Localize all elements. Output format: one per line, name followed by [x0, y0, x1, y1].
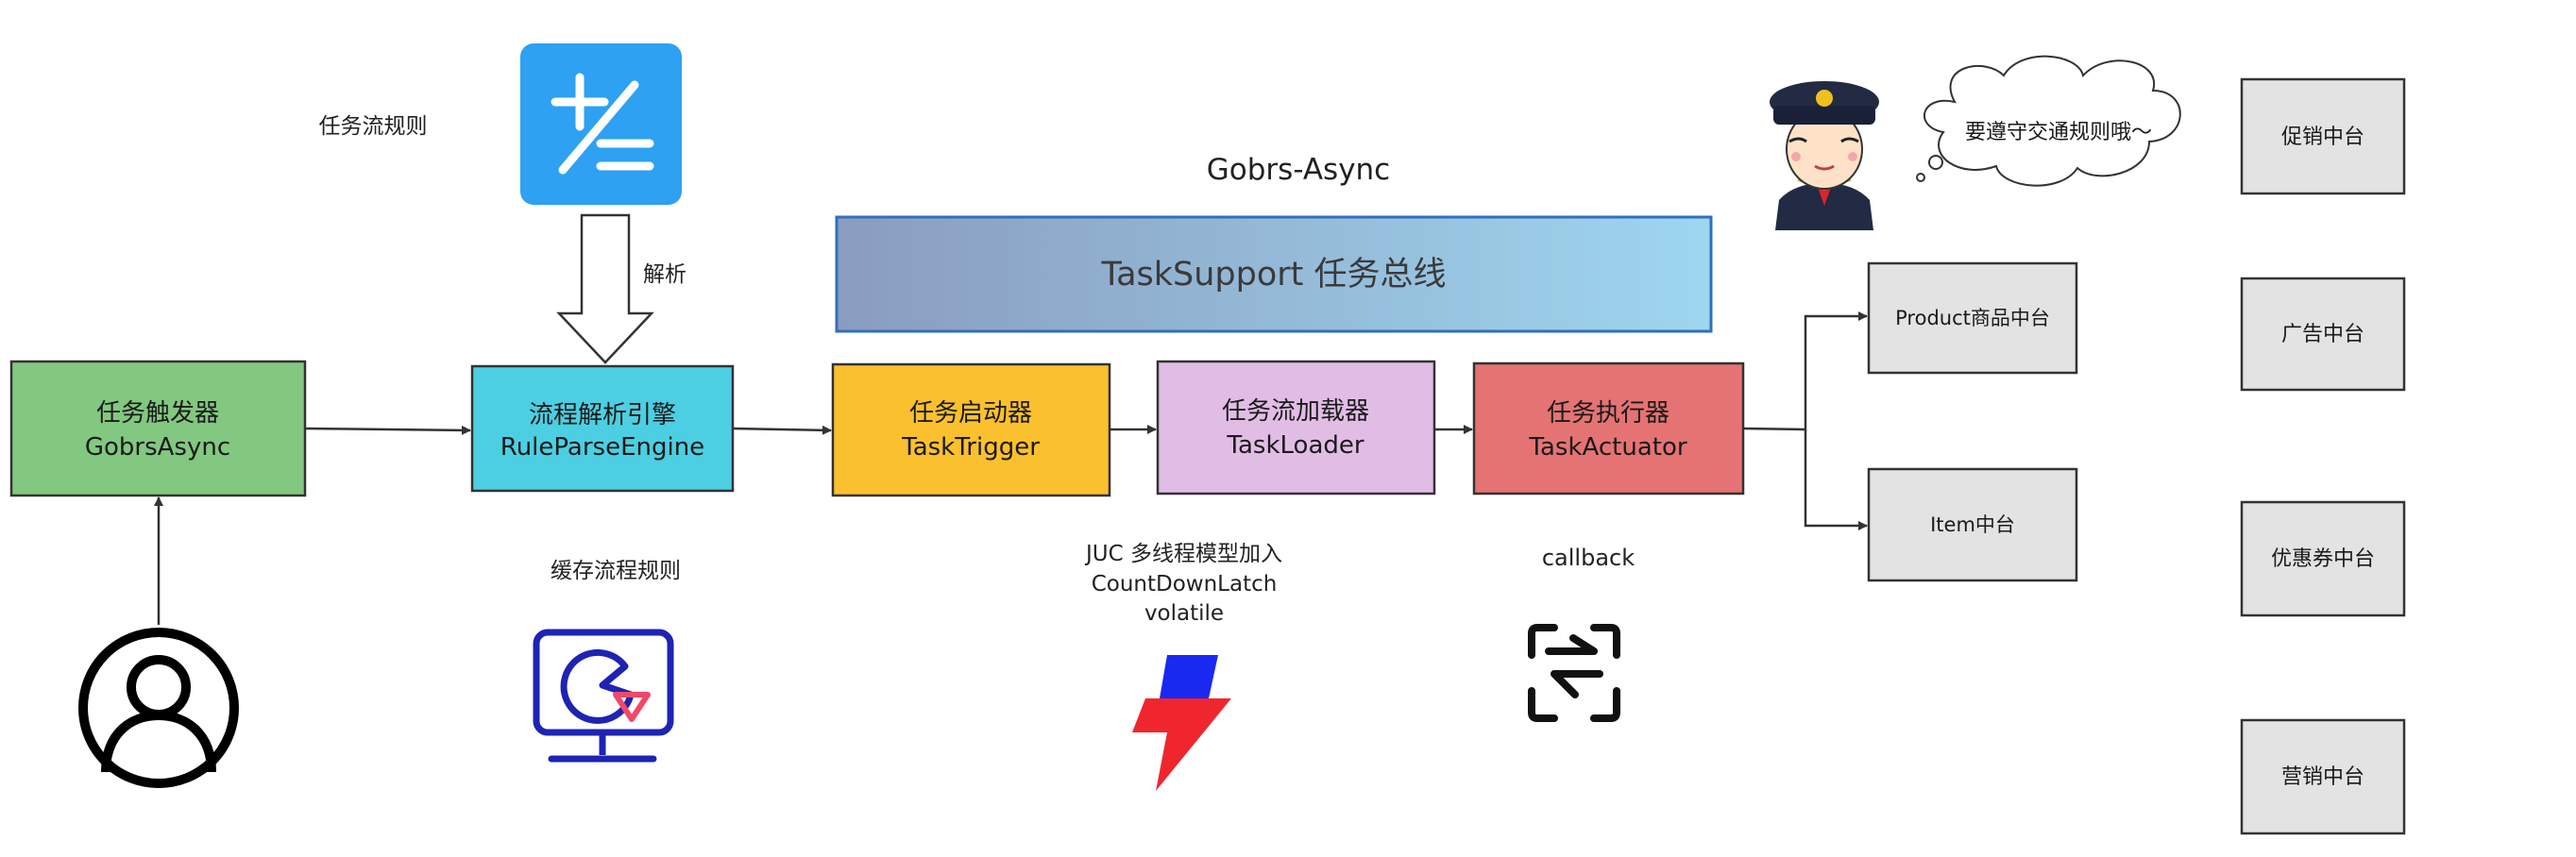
- node-loader-line2: TaskLoader: [1226, 431, 1364, 460]
- node-starter-box: [831, 362, 1111, 497]
- callback-icon: [1528, 624, 1620, 722]
- task-bus-bar: [835, 215, 1713, 333]
- juc-label-line2: CountDownLatch: [1092, 572, 1278, 597]
- node-actuator-line2: TaskActuator: [1528, 433, 1686, 462]
- node-starter-line1: 任务启动器: [909, 399, 1032, 428]
- target-item-box: [1867, 467, 2078, 582]
- task-bus-label: TaskSupport 任务总线: [1100, 256, 1446, 294]
- platform-promo-box: [2240, 77, 2406, 195]
- diagram-title: Gobrs-Async: [1207, 153, 1390, 187]
- arrow-actuator-branch: [1742, 311, 1868, 431]
- platform-coupon-label: 优惠券中台: [2271, 547, 2375, 571]
- arrow-trigger-parser: [304, 425, 471, 435]
- platform-coupon-box: [2240, 500, 2406, 617]
- target-item-label: Item中台: [1930, 513, 2015, 536]
- rule-label: 任务流规则: [319, 114, 428, 139]
- callback-label: callback: [1542, 545, 1635, 571]
- node-parser-line1: 流程解析引擎: [529, 401, 676, 429]
- speech-text: 要遵守交通规则哦～: [1965, 121, 2152, 144]
- cache-label: 缓存流程规则: [551, 559, 681, 583]
- node-loader-box: [1156, 360, 1436, 496]
- node-trigger-line1: 任务触发器: [96, 399, 219, 428]
- speech-cloud: [1916, 55, 2181, 187]
- node-trigger-box: [9, 360, 307, 497]
- platform-promo-label: 促销中台: [2281, 126, 2364, 149]
- node-actuator-box: [1472, 361, 1745, 496]
- node-actuator-line1: 任务执行器: [1547, 399, 1669, 428]
- calculator-icon: [520, 43, 682, 205]
- parse-label: 解析: [643, 262, 686, 287]
- platform-marketing-box: [2240, 718, 2406, 835]
- arrow-actuator-item: [1804, 429, 1868, 530]
- juc-label-line1: JUC 多线程模型加入: [1084, 542, 1282, 566]
- node-parser-box: [470, 364, 735, 493]
- officer-avatar: [1770, 81, 1879, 230]
- platform-ads-box: [2240, 277, 2406, 392]
- parse-hollow-arrow: [556, 213, 654, 364]
- arrow-parser-starter: [732, 425, 832, 435]
- monitor-icon: [533, 629, 674, 763]
- target-product-box: [1867, 261, 2078, 375]
- platform-marketing-label: 营销中台: [2281, 765, 2364, 789]
- lightning-icon: [1132, 655, 1231, 791]
- juc-label-line3: volatile: [1144, 601, 1224, 626]
- user-icon: [78, 628, 239, 788]
- platform-ads-label: 广告中台: [2281, 323, 2364, 346]
- node-loader-line1: 任务流加载器: [1222, 397, 1369, 426]
- node-parser-line2: RuleParseEngine: [500, 433, 704, 462]
- node-starter-line2: TaskTrigger: [901, 433, 1040, 462]
- target-product-label: Product商品中台: [1895, 307, 2050, 329]
- node-trigger-line2: GobrsAsync: [85, 433, 230, 462]
